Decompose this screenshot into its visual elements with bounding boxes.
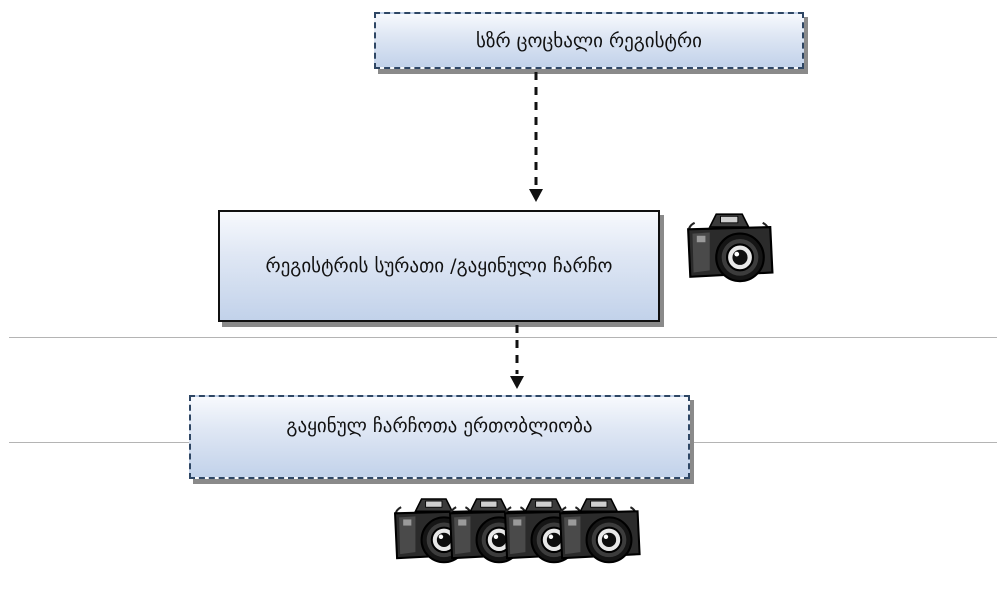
frozen-frames-box: გაყინულ ჩარჩოთა ერთობლიობა (189, 395, 690, 479)
live-register-label: სზრ ცოცხალი რეგისტრი (476, 29, 702, 52)
separator-line-upper (9, 337, 997, 338)
arrowhead-top-to-middle (529, 189, 543, 202)
camera-icon (559, 498, 641, 564)
arrowhead-middle-to-bottom (510, 376, 524, 389)
frozen-frames-label: გაყინულ ჩარჩოთა ერთობლიობა (286, 415, 593, 437)
live-register-box: სზრ ცოცხალი რეგისტრი (374, 12, 804, 69)
register-snapshot-box: რეგისტრის სურათი /გაყინული ჩარჩო (218, 210, 660, 322)
camera-icon (687, 213, 774, 283)
register-snapshot-label: რეგისტრის სურათი /გაყინული ჩარჩო (265, 255, 613, 277)
